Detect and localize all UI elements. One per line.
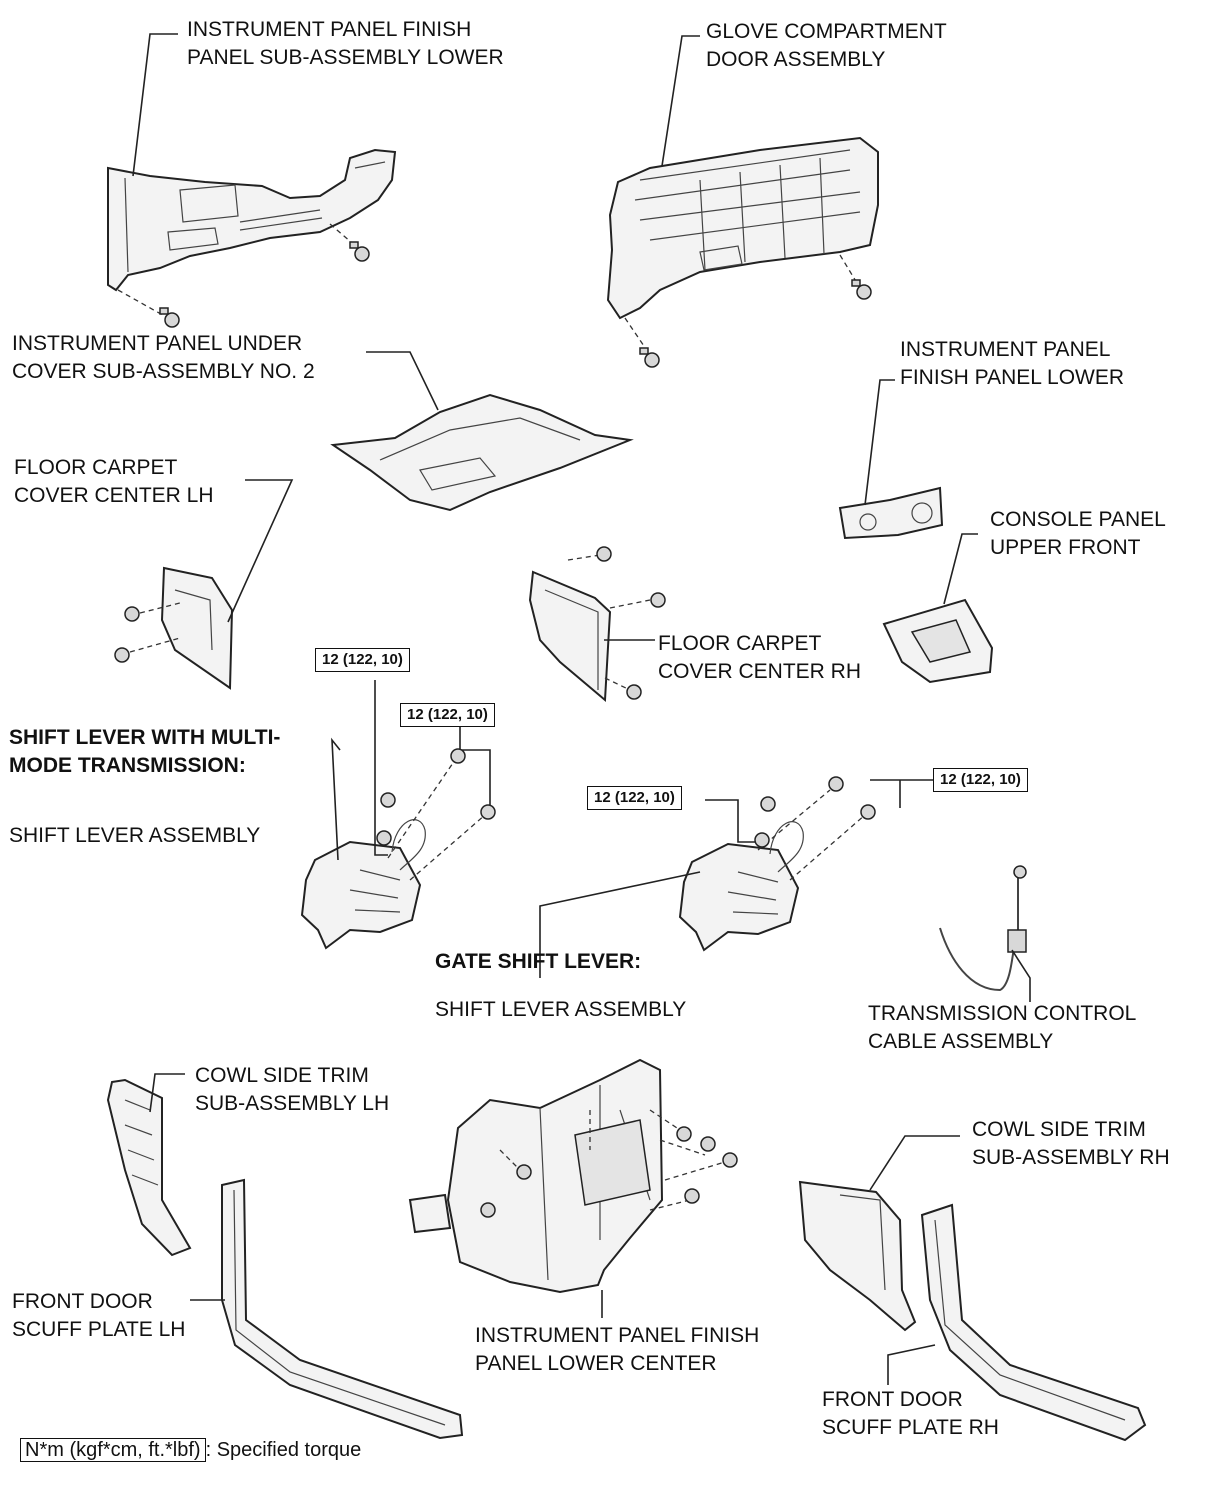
label-line: SUB-ASSEMBLY LH	[195, 1092, 390, 1115]
label-line: FINISH PANEL LOWER	[900, 366, 1125, 389]
label-transmission-control-cable: TRANSMISSION CONTROL CABLE ASSEMBLY	[868, 1000, 1136, 1056]
label-line: SHIFT LEVER WITH MULTI-	[9, 726, 281, 749]
console-panel-upper-front-part	[882, 533, 994, 684]
legend-text: : Specified torque	[205, 1439, 362, 1461]
shift-lever-assembly-multi-mode-part	[300, 680, 496, 950]
front-door-scuff-plate-lh-part	[190, 1178, 464, 1440]
label-line: FLOOR CARPET	[14, 456, 178, 479]
label-line: PANEL LOWER CENTER	[475, 1352, 717, 1375]
label-line: COVER CENTER RH	[658, 660, 862, 683]
label-line: MODE TRANSMISSION:	[9, 754, 246, 777]
cowl-side-trim-rh-part	[798, 1135, 960, 1332]
label-floor-carpet-cover-rh: FLOOR CARPET COVER CENTER RH	[658, 630, 861, 686]
label-front-door-scuff-plate-rh: FRONT DOOR SCUFF PLATE RH	[822, 1386, 999, 1442]
label-ip-finish-panel-lower: INSTRUMENT PANEL FINISH PANEL LOWER	[900, 336, 1124, 392]
label-line: INSTRUMENT PANEL UNDER	[12, 332, 303, 355]
label-line: SCUFF PLATE LH	[12, 1318, 186, 1341]
label-shift-lever-multi-mode: SHIFT LEVER WITH MULTI- MODE TRANSMISSIO…	[9, 724, 280, 780]
label-line: INSTRUMENT PANEL FINISH	[187, 18, 472, 41]
glove-compartment-door-part	[606, 35, 879, 368]
label-line: PANEL SUB-ASSEMBLY LOWER	[187, 46, 504, 69]
label-front-door-scuff-plate-lh: FRONT DOOR SCUFF PLATE LH	[12, 1288, 185, 1344]
label-line: INSTRUMENT PANEL FINISH	[475, 1324, 760, 1347]
label-cowl-side-trim-lh: COWL SIDE TRIM SUB-ASSEMBLY LH	[195, 1062, 389, 1118]
label-line: FRONT DOOR	[12, 1290, 153, 1313]
label-line: GLOVE COMPARTMENT	[706, 20, 947, 43]
torque-box-2: 12 (122, 10)	[400, 703, 495, 727]
label-line: COWL SIDE TRIM	[195, 1064, 369, 1087]
label-floor-carpet-cover-lh: FLOOR CARPET COVER CENTER LH	[14, 454, 214, 510]
floor-carpet-cover-lh-part	[114, 479, 294, 690]
label-ip-finish-panel-sub-assembly-lower: INSTRUMENT PANEL FINISH PANEL SUB-ASSEMB…	[187, 16, 504, 72]
label-console-panel-upper-front: CONSOLE PANEL UPPER FRONT	[990, 506, 1166, 562]
ip-finish-panel-sub-assembly-lower-part	[107, 33, 397, 328]
label-line: UPPER FRONT	[990, 536, 1141, 559]
label-ip-finish-panel-lower-center: INSTRUMENT PANEL FINISH PANEL LOWER CENT…	[475, 1322, 759, 1378]
label-glove-compartment-door: GLOVE COMPARTMENT DOOR ASSEMBLY	[706, 18, 947, 74]
label-line: COWL SIDE TRIM	[972, 1118, 1146, 1141]
label-gate-shift-lever: GATE SHIFT LEVER:	[435, 950, 642, 973]
label-line: FRONT DOOR	[822, 1388, 963, 1411]
label-line: DOOR ASSEMBLY	[706, 48, 886, 71]
label-ip-under-cover-no2: INSTRUMENT PANEL UNDER COVER SUB-ASSEMBL…	[12, 330, 315, 386]
ip-finish-panel-lower-center-part	[408, 1058, 738, 1318]
floor-carpet-cover-rh-part	[528, 546, 666, 703]
legend-unit-box: N*m (kgf*cm, ft.*lbf)	[20, 1438, 206, 1462]
label-line: COVER SUB-ASSEMBLY NO. 2	[12, 360, 315, 383]
label-shift-lever-assembly-2: SHIFT LEVER ASSEMBLY	[435, 998, 687, 1021]
label-shift-lever-assembly-1: SHIFT LEVER ASSEMBLY	[9, 824, 261, 847]
label-line: TRANSMISSION CONTROL	[868, 1002, 1137, 1025]
ip-under-cover-no2-part	[330, 351, 634, 512]
label-line: COVER CENTER LH	[14, 484, 214, 507]
torque-legend: N*m (kgf*cm, ft.*lbf): Specified torque	[20, 1436, 361, 1464]
torque-box-3: 12 (122, 10)	[587, 786, 682, 810]
label-line: CONSOLE PANEL	[990, 508, 1166, 531]
cowl-side-trim-lh-part	[106, 1073, 192, 1257]
label-cowl-side-trim-rh: COWL SIDE TRIM SUB-ASSEMBLY RH	[972, 1116, 1170, 1172]
shift-lever-assembly-gate-part	[539, 776, 938, 978]
front-door-scuff-plate-rh-part	[887, 1203, 1147, 1442]
transmission-control-cable-part	[939, 865, 1031, 1002]
label-line: FLOOR CARPET	[658, 632, 822, 655]
torque-box-1: 12 (122, 10)	[315, 648, 410, 672]
torque-box-4: 12 (122, 10)	[933, 768, 1028, 792]
label-line: SCUFF PLATE RH	[822, 1416, 999, 1439]
label-line: CABLE ASSEMBLY	[868, 1030, 1054, 1053]
label-line: INSTRUMENT PANEL	[900, 338, 1111, 361]
label-line: SUB-ASSEMBLY RH	[972, 1146, 1170, 1169]
ip-finish-panel-lower-part	[838, 379, 944, 540]
